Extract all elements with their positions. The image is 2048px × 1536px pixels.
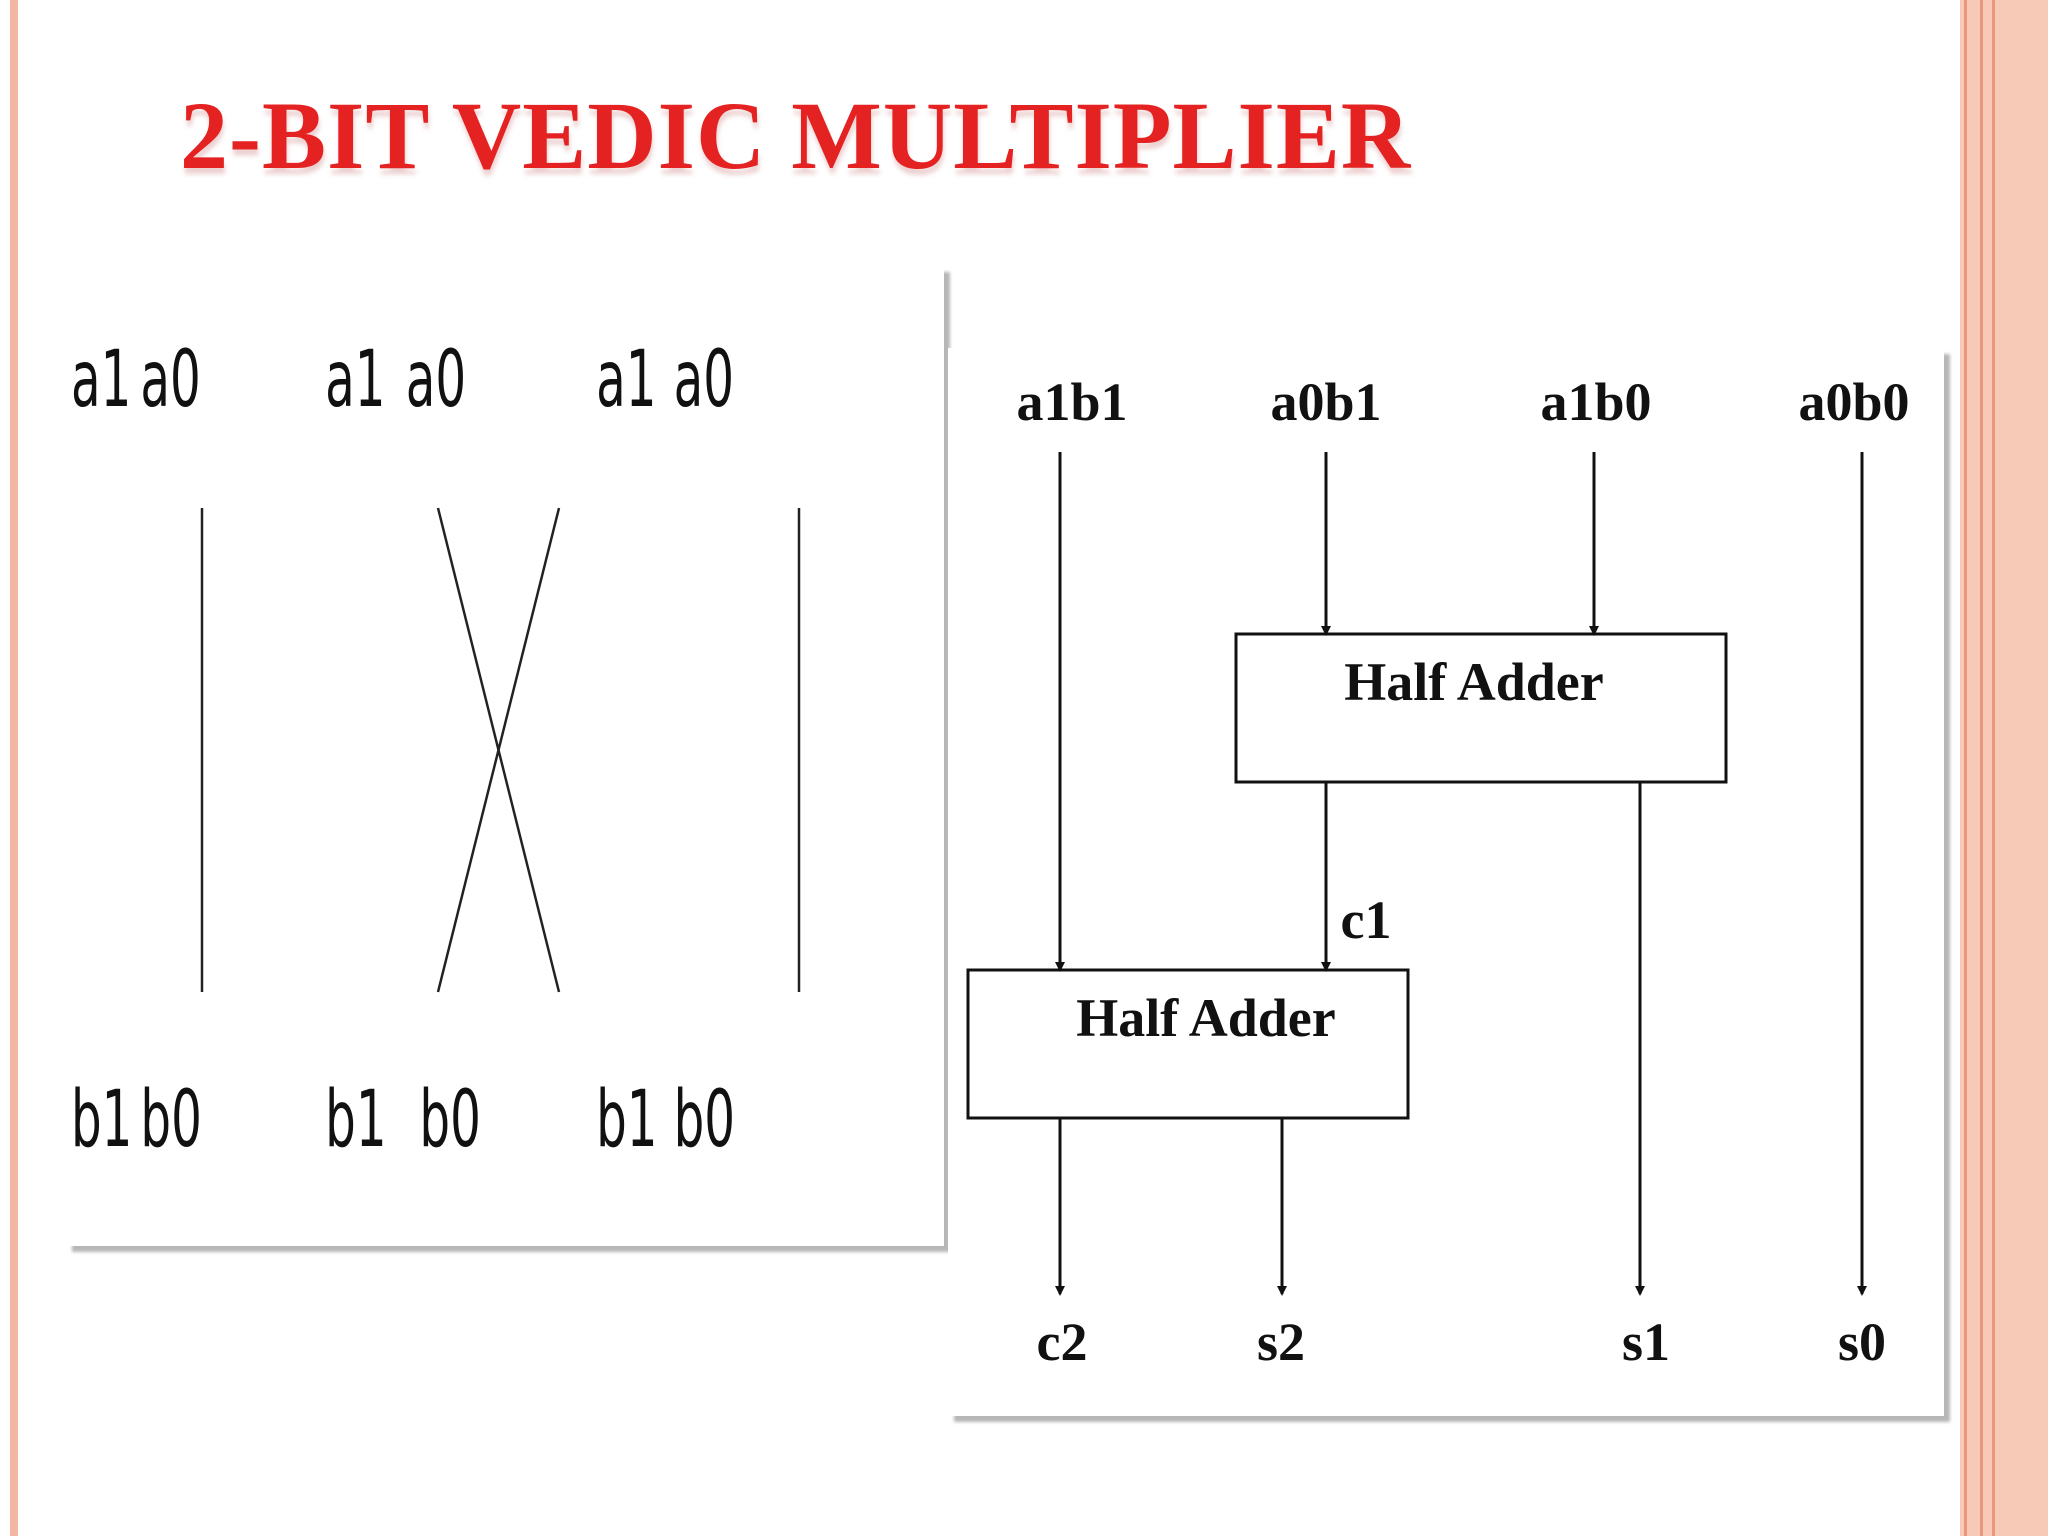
half-adder-1-box: [1234, 632, 1728, 784]
slide-title: 2-BIT VEDIC MULTIPLIER: [180, 82, 1412, 189]
g1-bottom-b1: b1: [71, 1075, 132, 1165]
g3-bottom-b1: b1: [596, 1075, 657, 1165]
input-a1b1: a1b1: [1016, 372, 1127, 432]
g2-top-a0: a0: [406, 335, 466, 425]
g1-bottom-b0: b0: [140, 1075, 201, 1165]
g2-top-a1: a1: [325, 335, 385, 425]
right-edge-line: [1964, 0, 1967, 1536]
right-decorative-edge: [1960, 0, 2048, 1536]
half-adder-2-label: Half Adder: [1076, 988, 1336, 1048]
half-adder-2-box: [966, 968, 1410, 1120]
half-adder-1-label: Half Adder: [1344, 652, 1604, 712]
carry-c1-label: c1: [1341, 890, 1392, 950]
right-edge-line: [1992, 0, 1995, 1536]
output-s2: s2: [1257, 1312, 1305, 1372]
input-a1b0: a1b0: [1540, 372, 1651, 432]
crosswise-pattern-diagram: a1 a0 b1 b0 a1 a0 b1 b0 a1 a0 b1 b0: [71, 335, 801, 1165]
g3-top-a1: a1: [596, 335, 656, 425]
crosswise-pattern-panel: a1 a0 b1 b0 a1 a0 b1 b0 a1 a0 b1 b0: [66, 266, 944, 1246]
g3-top-a0: a0: [674, 335, 734, 425]
g2-cross-line-a0b1: [436, 507, 561, 993]
input-a0b0: a0b0: [1798, 372, 1909, 432]
half-adder-circuit-panel: a1b1 a0b1 a1b0 a0b0 Half Adder Half Adde…: [948, 348, 1944, 1416]
g3-bottom-b0: b0: [674, 1075, 735, 1165]
left-decorative-edge: [10, 0, 18, 1536]
g1-top-a0: a0: [140, 335, 200, 425]
input-a0b1: a0b1: [1270, 372, 1381, 432]
output-s1: s1: [1622, 1312, 1670, 1372]
right-edge-line: [1980, 0, 1983, 1536]
g2-bottom-b0: b0: [419, 1075, 480, 1165]
output-c2: c2: [1037, 1312, 1088, 1372]
half-adder-circuit-diagram: a1b1 a0b1 a1b0 a0b0 Half Adder Half Adde…: [966, 372, 1910, 1372]
g1-top-a1: a1: [71, 335, 131, 425]
g2-bottom-b1: b1: [325, 1075, 386, 1165]
output-s0: s0: [1838, 1312, 1886, 1372]
